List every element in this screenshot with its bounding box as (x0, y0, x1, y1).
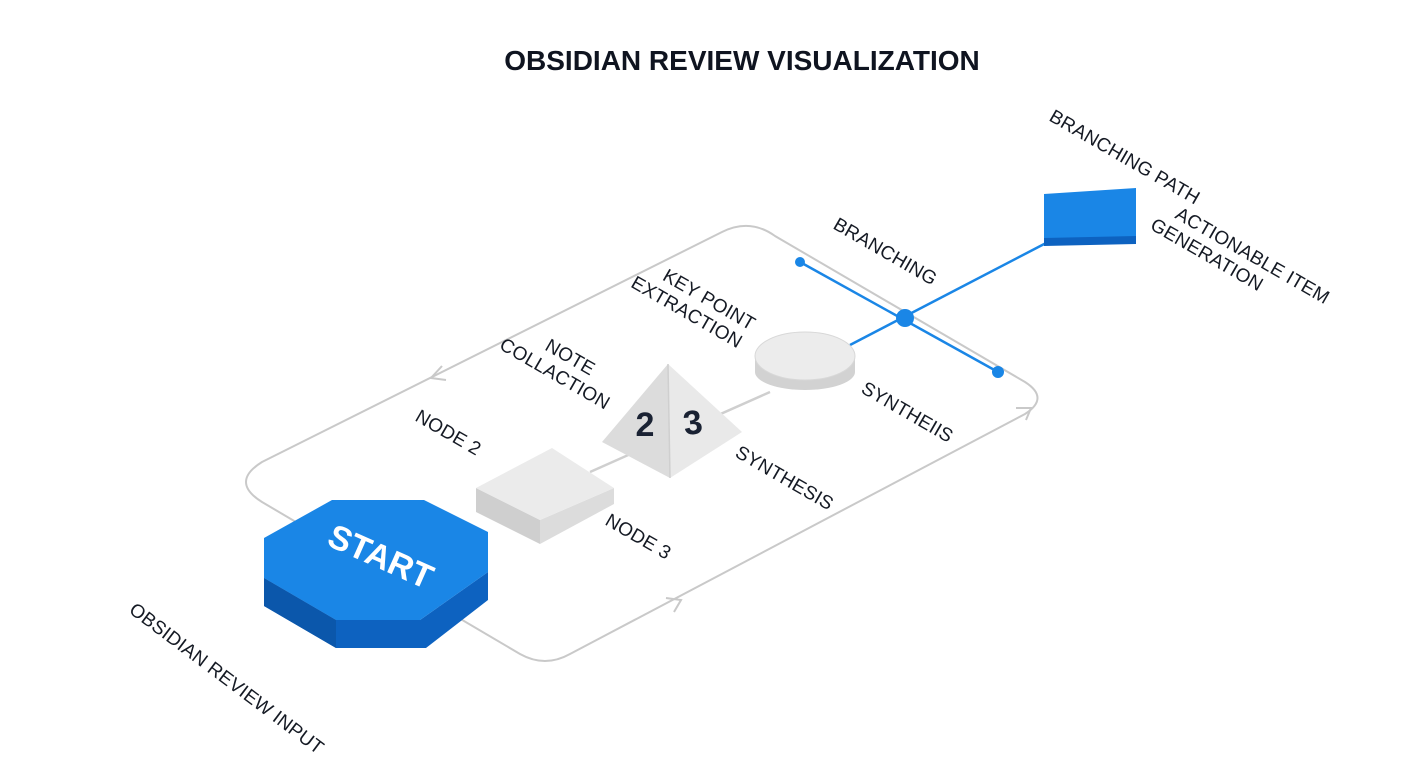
branch-end-dot-top (795, 257, 805, 267)
branch-end-dot-bottom (992, 366, 1004, 378)
flow-arrow-left (428, 365, 447, 381)
pyramid-node[interactable] (602, 363, 742, 479)
diagram-title: OBSIDIAN REVIEW VISUALIZATION (504, 45, 980, 76)
start-node[interactable] (264, 500, 488, 648)
flow-loop (245, 225, 1039, 662)
flow-arrow-bottom (665, 597, 683, 613)
flow-arrow-right (1016, 407, 1033, 421)
label-actionable: ACTIONABLE ITEM GENERATION (1147, 204, 1333, 309)
label-node2: NODE 2 (412, 406, 485, 460)
label-branching: BRANCHING (830, 214, 941, 290)
label-note-collaction: NOTE COLLACTION (496, 334, 613, 414)
node-number-2: 2 (636, 406, 655, 444)
label-node3: NODE 3 (602, 510, 675, 564)
label-synthesis-bottom: SYNTHESIS (732, 442, 837, 515)
branch-junction-dot (896, 309, 914, 327)
actionable-node[interactable] (1044, 188, 1136, 246)
synthesis-node[interactable] (754, 331, 856, 390)
node2-cube[interactable] (476, 448, 614, 544)
label-synthesis-right: SYNTHEIIS (858, 378, 957, 447)
